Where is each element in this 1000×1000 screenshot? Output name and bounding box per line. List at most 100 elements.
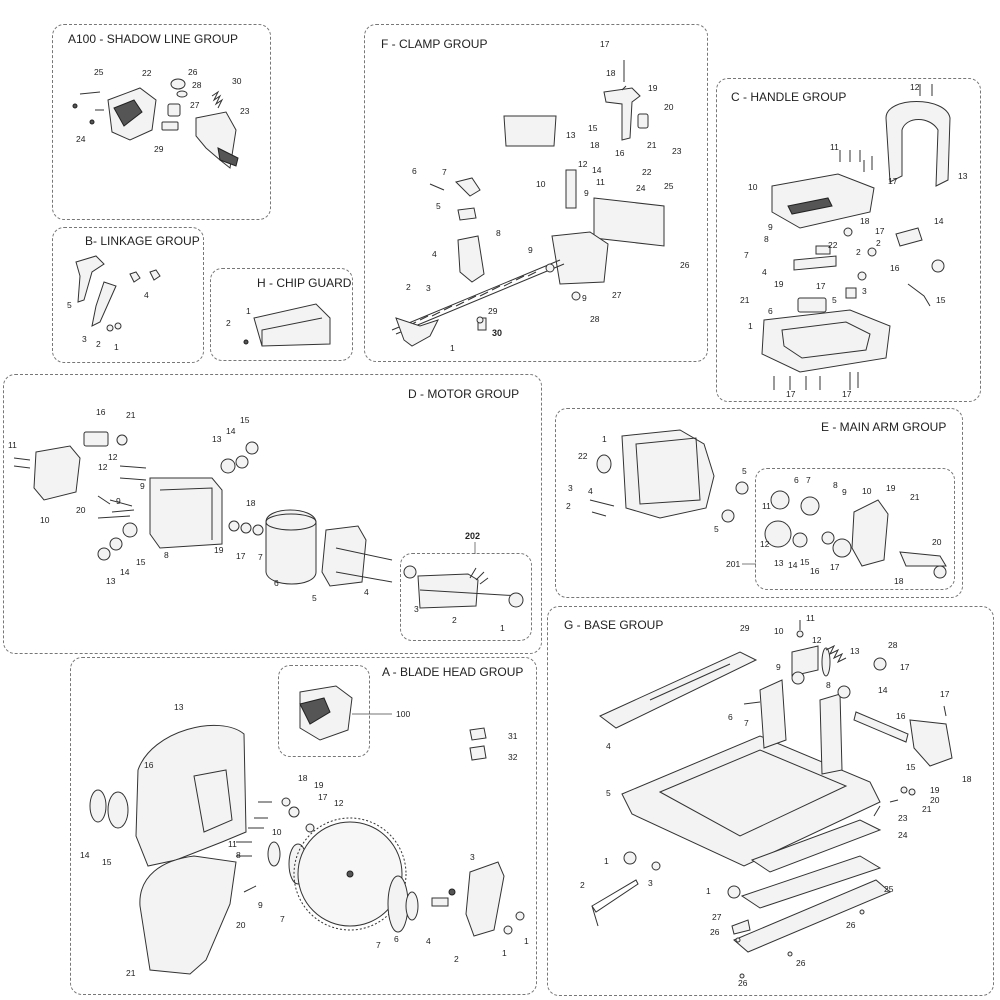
svg-text:11: 11	[8, 440, 17, 450]
shadow-line-group-parts: 25 22 26 28 30 27 23 24 29	[72, 67, 250, 169]
svg-text:1: 1	[500, 623, 505, 633]
svg-text:30: 30	[492, 328, 502, 338]
svg-text:15: 15	[800, 557, 810, 567]
svg-text:12: 12	[334, 798, 344, 808]
svg-text:13: 13	[106, 576, 116, 586]
svg-text:1: 1	[114, 342, 119, 352]
svg-text:9: 9	[528, 245, 533, 255]
svg-text:18: 18	[860, 216, 870, 226]
svg-text:4: 4	[588, 486, 593, 496]
svg-text:3: 3	[82, 334, 87, 344]
group-f-frame	[364, 24, 708, 362]
svg-text:10: 10	[536, 179, 546, 189]
svg-text:19: 19	[314, 780, 324, 790]
svg-text:15: 15	[906, 762, 916, 772]
svg-text:3: 3	[414, 604, 419, 614]
svg-text:8: 8	[833, 480, 838, 490]
svg-text:2: 2	[876, 238, 881, 248]
svg-text:5: 5	[832, 295, 837, 305]
svg-text:20: 20	[932, 537, 942, 547]
svg-text:25: 25	[664, 181, 674, 191]
svg-text:8: 8	[826, 680, 831, 690]
group-h-frame	[210, 268, 353, 361]
svg-text:22: 22	[642, 167, 652, 177]
svg-text:18: 18	[298, 773, 308, 783]
svg-text:4: 4	[762, 267, 767, 277]
svg-text:32: 32	[508, 752, 518, 762]
svg-text:26: 26	[738, 978, 748, 988]
svg-text:26: 26	[710, 927, 720, 937]
svg-text:13: 13	[958, 171, 968, 181]
svg-text:5: 5	[714, 524, 719, 534]
svg-text:1: 1	[748, 321, 753, 331]
svg-text:15: 15	[102, 857, 112, 867]
svg-text:14: 14	[934, 216, 944, 226]
svg-text:19: 19	[648, 83, 658, 93]
svg-text:13: 13	[174, 702, 184, 712]
svg-text:9: 9	[258, 900, 263, 910]
svg-text:17: 17	[786, 389, 796, 399]
svg-text:23: 23	[898, 813, 908, 823]
svg-text:4: 4	[432, 249, 437, 259]
svg-text:2: 2	[856, 247, 861, 257]
svg-text:21: 21	[922, 804, 932, 814]
svg-text:15: 15	[588, 123, 598, 133]
group-b-frame	[52, 227, 204, 363]
svg-text:25: 25	[94, 67, 104, 77]
svg-text:11: 11	[762, 501, 771, 511]
svg-text:16: 16	[890, 263, 900, 273]
svg-text:21: 21	[740, 295, 750, 305]
svg-text:5: 5	[436, 201, 441, 211]
svg-text:20: 20	[76, 505, 86, 515]
svg-text:18: 18	[894, 576, 904, 586]
svg-text:17: 17	[900, 662, 910, 672]
svg-text:10: 10	[40, 515, 50, 525]
blade-head-subgroup-label: 100	[396, 709, 410, 719]
svg-text:17: 17	[875, 226, 885, 236]
svg-text:6: 6	[728, 712, 733, 722]
svg-text:26: 26	[188, 67, 198, 77]
svg-text:17: 17	[830, 562, 840, 572]
svg-text:23: 23	[672, 146, 682, 156]
group-a-frame	[70, 657, 537, 995]
group-e-title: E - MAIN ARM GROUP	[821, 420, 947, 434]
svg-text:16: 16	[896, 711, 906, 721]
svg-text:12: 12	[108, 452, 118, 462]
svg-text:28: 28	[590, 314, 600, 324]
svg-text:9: 9	[584, 188, 589, 198]
svg-text:18: 18	[606, 68, 616, 78]
svg-text:17: 17	[816, 281, 826, 291]
group-e-subgroup-frame	[755, 468, 955, 590]
group-g-frame	[547, 606, 994, 996]
svg-text:1: 1	[524, 936, 529, 946]
svg-text:14: 14	[226, 426, 236, 436]
svg-text:1: 1	[706, 886, 711, 896]
motor-subgroup-label: 202	[465, 531, 480, 541]
svg-text:5: 5	[742, 466, 747, 476]
svg-text:11: 11	[596, 177, 605, 187]
svg-text:19: 19	[214, 545, 224, 555]
svg-text:31: 31	[508, 731, 518, 741]
svg-text:3: 3	[426, 283, 431, 293]
svg-text:21: 21	[126, 968, 136, 978]
svg-text:20: 20	[664, 102, 674, 112]
svg-text:17: 17	[842, 389, 852, 399]
svg-text:12: 12	[812, 635, 822, 645]
svg-text:8: 8	[496, 228, 501, 238]
svg-text:9: 9	[842, 487, 847, 497]
svg-text:17: 17	[318, 792, 328, 802]
svg-text:4: 4	[426, 936, 431, 946]
svg-text:15: 15	[240, 415, 250, 425]
svg-text:28: 28	[192, 80, 202, 90]
svg-text:2: 2	[452, 615, 457, 625]
svg-text:22: 22	[142, 68, 152, 78]
svg-text:6: 6	[768, 306, 773, 316]
base-group-parts: 29 11 10 12 13 28 9 17 8 14 17 6 7 16 4 …	[580, 613, 972, 988]
clamp-group-parts: 17 18 19 20 13 15 18 12 21 23 16 14 22 2…	[391, 39, 690, 353]
svg-text:14: 14	[120, 567, 130, 577]
svg-text:16: 16	[144, 760, 154, 770]
group-a100-frame	[52, 24, 271, 220]
svg-text:3: 3	[568, 483, 573, 493]
svg-text:13: 13	[850, 646, 860, 656]
